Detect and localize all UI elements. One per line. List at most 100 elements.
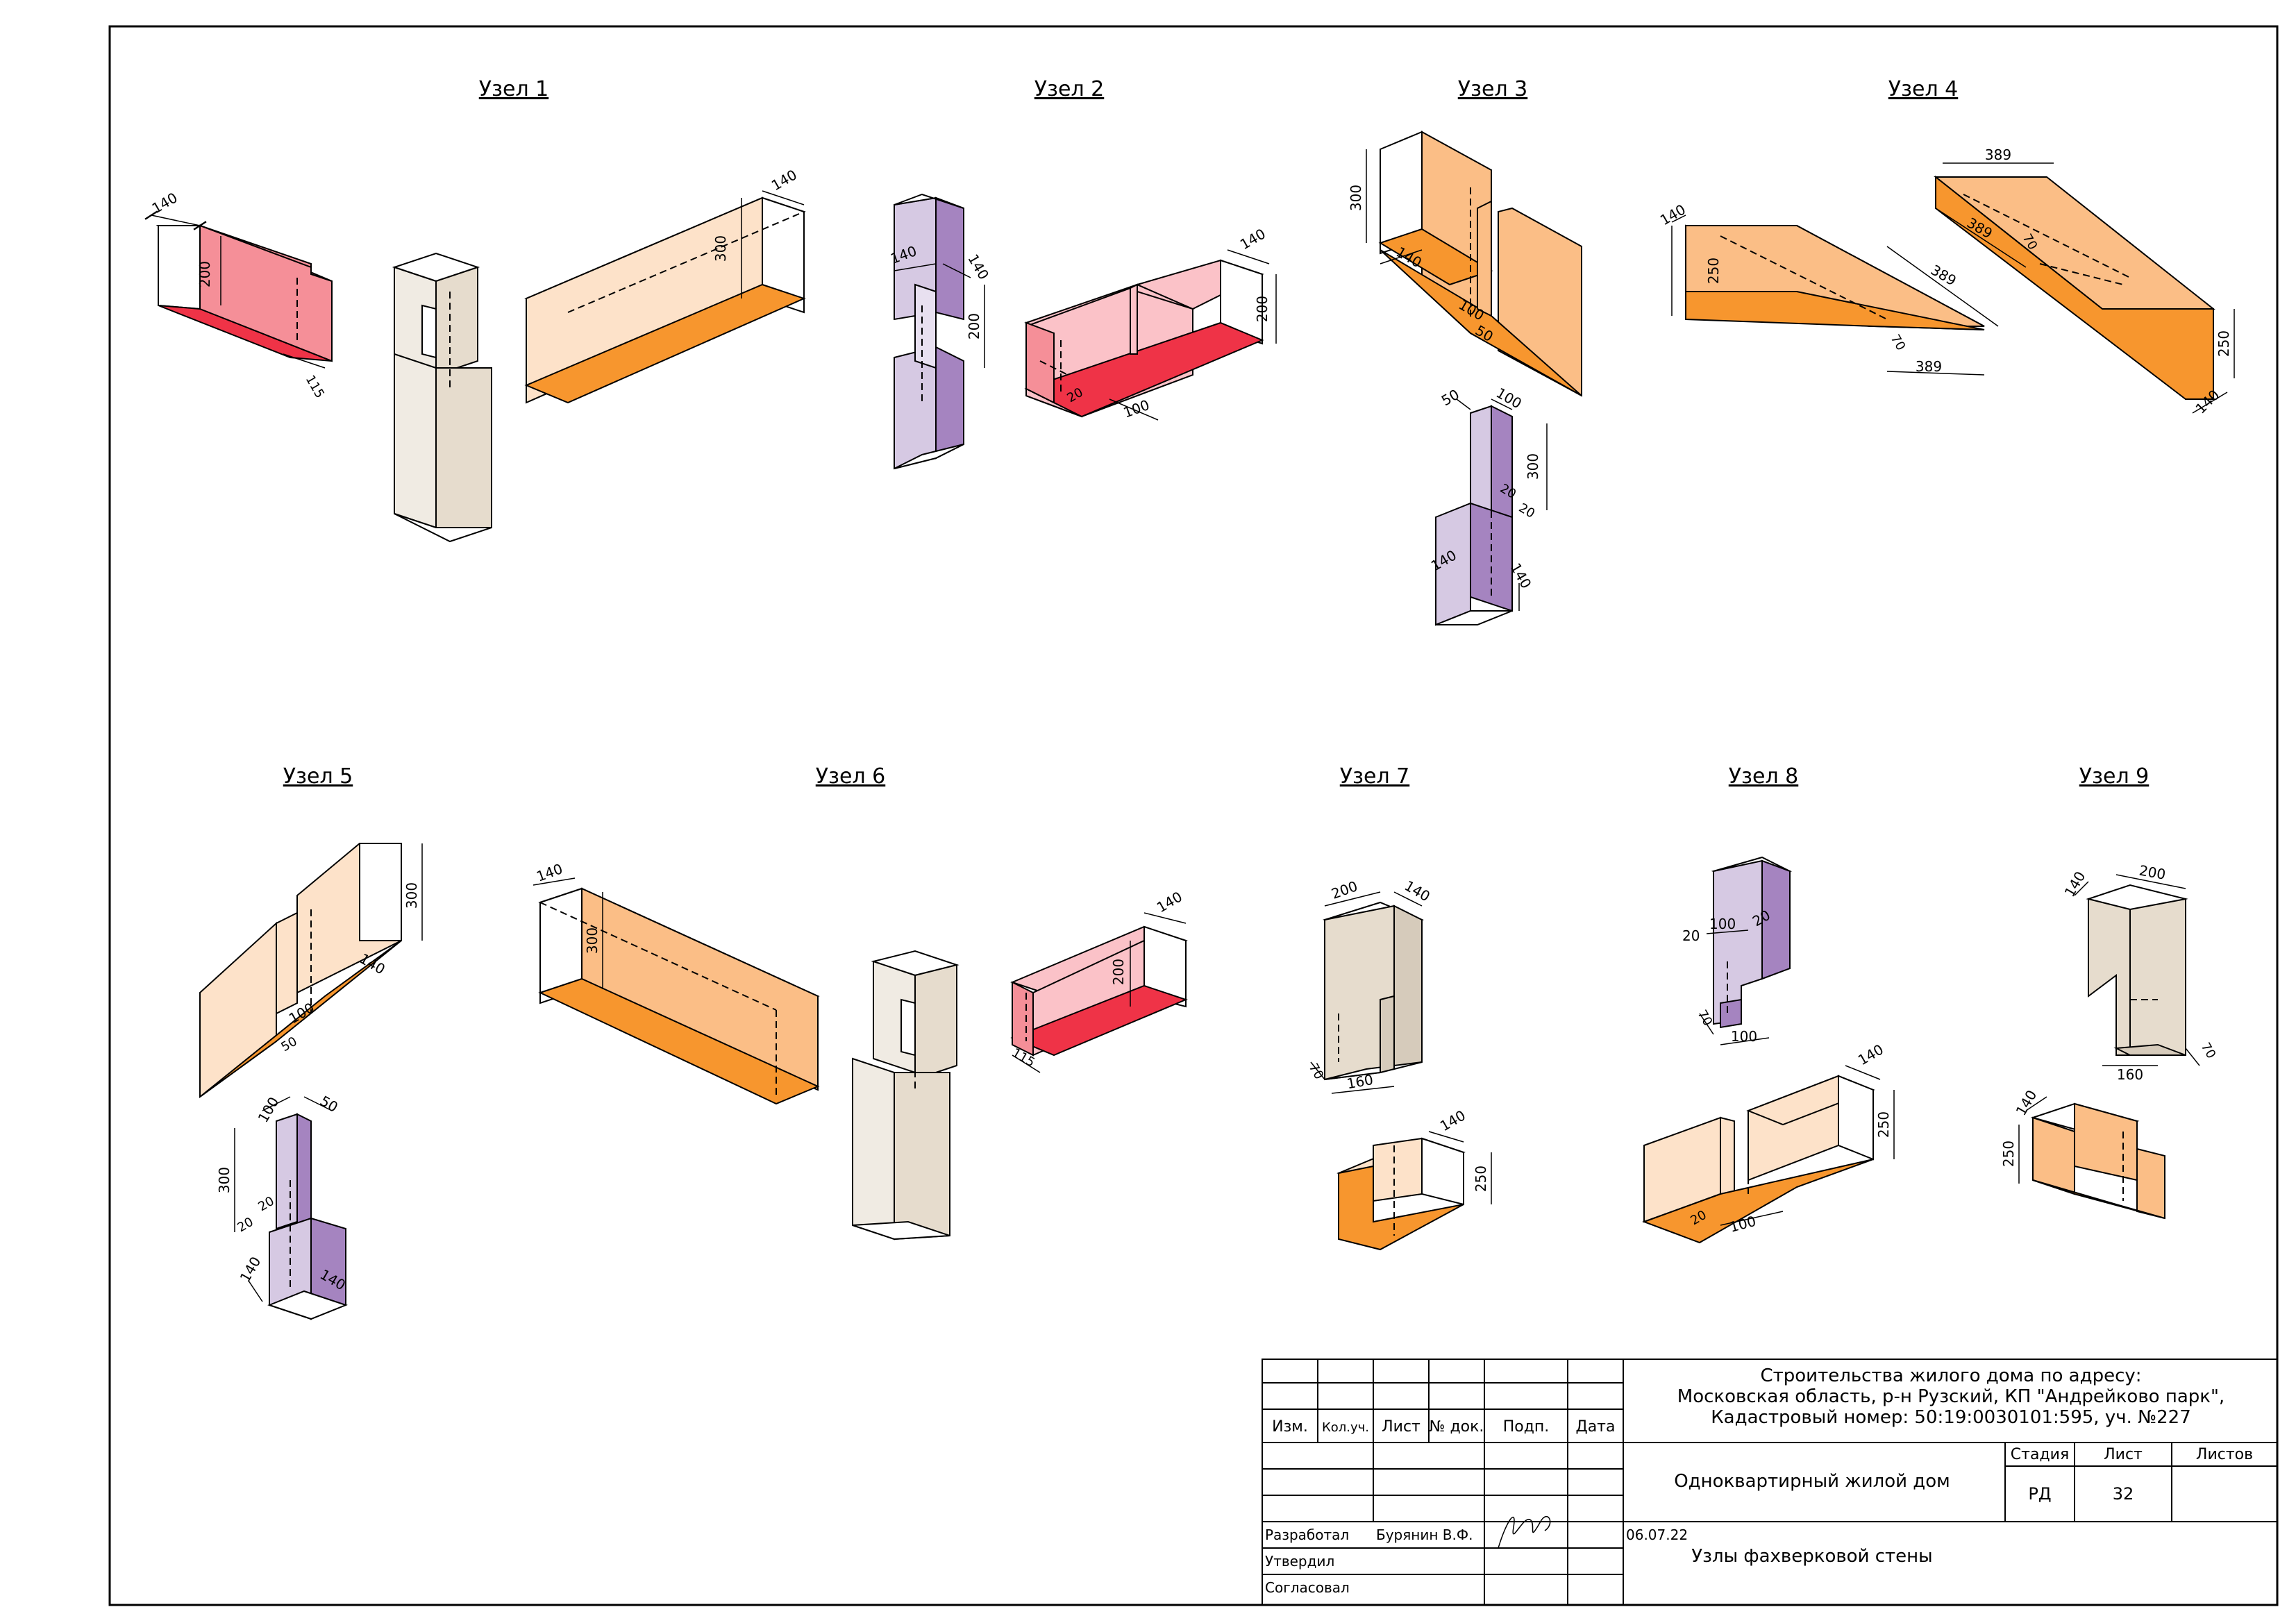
node-title: Узел 5 — [283, 764, 353, 789]
svg-text:389: 389 — [1916, 358, 1942, 375]
node-1: Узел 1 140 200 115 140 300 — [144, 77, 806, 543]
node-5-post-side — [296, 1113, 312, 1237]
svg-text:250: 250 — [1473, 1166, 1489, 1192]
header-kol: Кол.уч. — [1322, 1420, 1369, 1435]
svg-text:250: 250 — [1705, 258, 1722, 284]
node-3-post-base-bottom — [1435, 610, 1513, 625]
node-6-post-left — [873, 960, 916, 1074]
node-5-post-front — [276, 1113, 298, 1230]
node-2-beam-bottom — [1024, 321, 1264, 418]
node-2: Узел 2 140 140 200 140 200 20 100 — [888, 77, 1277, 470]
node-2-beam-notch — [1130, 283, 1138, 355]
node-6-beam-red-stub — [1012, 981, 1034, 1057]
node-1-post-right — [435, 266, 478, 376]
svg-text:20: 20 — [235, 1215, 255, 1236]
node-4: Узел 4 140 250 389 389 389 389 70 70 250… — [1657, 77, 2235, 417]
node-9-post-bottom — [2113, 1043, 2186, 1056]
node-2-post-upper-side — [935, 196, 964, 321]
svg-text:300: 300 — [403, 882, 420, 909]
svg-text:389: 389 — [1985, 146, 2011, 163]
svg-text:20: 20 — [255, 1194, 276, 1215]
node-3-slot-face — [1477, 200, 1492, 317]
node-title: Узел 8 — [1729, 764, 1799, 789]
role-approved: Утвердил — [1265, 1553, 1334, 1570]
node-8: Узел 8 20 100 20 70 100 140 250 20 100 — [1642, 764, 1895, 1244]
svg-text:140: 140 — [237, 1254, 265, 1285]
node-3: Узел 3 300 140 100 50 50 100 300 20 20 1… — [1348, 77, 1582, 626]
node-1-post-bottom — [394, 513, 492, 543]
node-6: Узел 6 140 300 140 200 115 — [533, 764, 1188, 1241]
node-1-post-lower-left — [394, 353, 437, 529]
svg-text:100: 100 — [1731, 1028, 1757, 1045]
node-6-post-right — [914, 964, 957, 1081]
svg-text:140: 140 — [1657, 201, 1689, 228]
header-date: Дата — [1576, 1418, 1616, 1436]
node-3-lower-bottom — [1380, 249, 1582, 396]
svg-text:250: 250 — [1875, 1111, 1892, 1138]
node-5-slot-face — [276, 911, 298, 1015]
node-2-beam-end — [1220, 259, 1263, 345]
node-8-beam-end — [1838, 1075, 1874, 1161]
developer-name: Бурянин В.Ф. — [1376, 1527, 1473, 1543]
node-2-post-top — [894, 193, 964, 209]
node-9-corner-side — [2074, 1102, 2138, 1181]
svg-text:140: 140 — [1237, 225, 1268, 253]
svg-text:140: 140 — [534, 860, 564, 885]
node-6-beam-bottom — [538, 977, 820, 1105]
node-1-long-beam-end — [762, 196, 805, 314]
node-9-corner-bottom — [2032, 1179, 2165, 1219]
svg-text:100: 100 — [1709, 916, 1736, 932]
svg-text:140: 140 — [769, 166, 800, 194]
node-8-beam-bottom — [1642, 1159, 1874, 1244]
header-doc: № док. — [1430, 1418, 1484, 1436]
svg-text:140: 140 — [149, 189, 181, 217]
stage-value: РД — [2028, 1484, 2051, 1504]
node-2-beam-face — [1025, 321, 1055, 404]
node-7-post-notch — [1380, 995, 1395, 1074]
node-title: Узел 4 — [1888, 77, 1959, 101]
svg-text:250: 250 — [2000, 1141, 2017, 1167]
node-7-beam-end — [1421, 1137, 1464, 1206]
svg-text:140: 140 — [1402, 877, 1433, 905]
drawing-frame — [108, 25, 2279, 1606]
node-1-beam-side — [158, 225, 201, 310]
header-izm: Изм. — [1272, 1418, 1308, 1436]
svg-text:140: 140 — [2013, 1087, 2041, 1118]
node-title: Узел 7 — [1340, 764, 1410, 789]
svg-text:300: 300 — [1525, 453, 1541, 480]
signature-mark — [1498, 1515, 1551, 1549]
node-7-post-side — [1393, 905, 1423, 1070]
svg-text:140: 140 — [1855, 1041, 1886, 1068]
svg-text:200: 200 — [1110, 959, 1127, 985]
node-7: Узел 7 200 140 70 160 140 250 — [1306, 764, 1492, 1251]
header-list: Лист — [1382, 1418, 1421, 1436]
node-9-post-front — [2088, 898, 2131, 1056]
node-6-post-bottom — [852, 1220, 950, 1241]
node-4-left-beam-lower — [1685, 291, 1985, 330]
node-8-post-bottom — [1720, 998, 1742, 1029]
node-5-lower-front — [199, 921, 277, 1098]
svg-text:160: 160 — [2117, 1066, 2143, 1083]
node-6-beam-red-bottom — [1010, 984, 1188, 1057]
svg-text:140: 140 — [1154, 888, 1185, 916]
header-sign: Подп. — [1503, 1418, 1550, 1436]
title-block — [1262, 1359, 2278, 1606]
svg-text:70: 70 — [1888, 332, 1909, 353]
title-block-text: Изм. Кол.уч. Лист № док. Подп. Дата Стро… — [1265, 1365, 2253, 1596]
node-title: Узел 2 — [1034, 77, 1105, 101]
address-line-1: Строительства жилого дома по адресу: — [1760, 1365, 2141, 1386]
node-5: Узел 5 300 140 100 50 100 50 300 20 20 1… — [199, 764, 423, 1320]
building-name: Одноквартирный жилой дом — [1674, 1471, 1950, 1492]
svg-text:389: 389 — [1928, 262, 1959, 289]
svg-text:200: 200 — [966, 313, 982, 339]
node-2-post-tenon — [914, 283, 937, 369]
address-line-2: Московская область, р-н Рузский, КП "Анд… — [1677, 1386, 2224, 1407]
node-6-beam-red-end — [1143, 925, 1187, 1008]
node-7-beam-low — [1338, 1165, 1464, 1251]
svg-text:50: 50 — [1439, 386, 1462, 410]
svg-text:70: 70 — [1306, 1061, 1327, 1082]
sheet-label: Лист — [2104, 1446, 2143, 1463]
role-developed: Разработал — [1265, 1527, 1349, 1543]
svg-text:50: 50 — [317, 1093, 341, 1116]
node-title: Узел 6 — [816, 764, 886, 789]
